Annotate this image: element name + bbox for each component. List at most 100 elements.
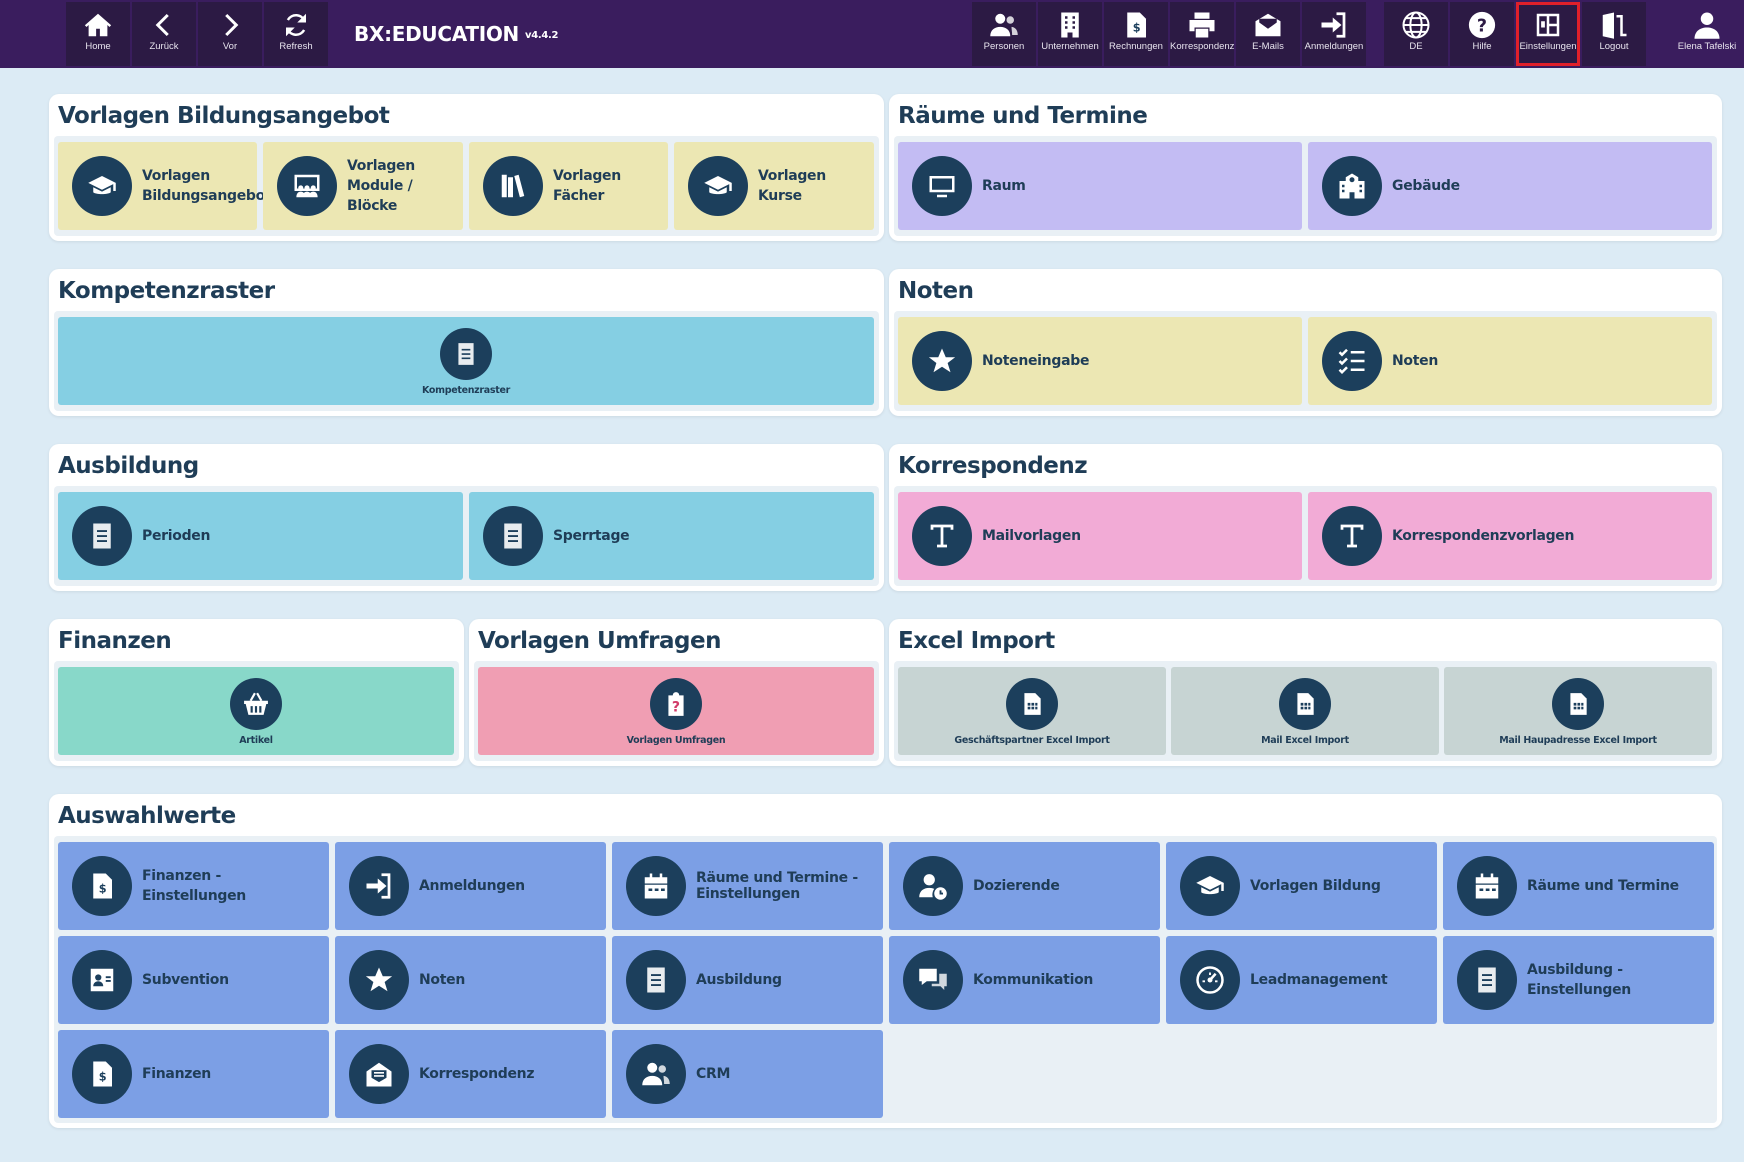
nav-korrespondenz-button[interactable]: Korrespondenz	[1170, 2, 1234, 66]
tile-vorlagen-module[interactable]: Vorlagen Module / Blöcke	[263, 142, 463, 230]
nav-logout-button[interactable]: Logout	[1582, 2, 1646, 66]
sign-in-icon	[1302, 2, 1366, 40]
document-icon	[626, 950, 686, 1010]
tile-kommunikation[interactable]: Kommunikation	[889, 936, 1160, 1024]
nav-personen-button[interactable]: Personen	[972, 2, 1036, 66]
tile-vorlagen-umfragen[interactable]: Vorlagen Umfragen	[478, 667, 874, 755]
gauge-icon	[1180, 950, 1240, 1010]
nav-forward-label: Vor	[222, 41, 238, 52]
tile-label: Raum	[982, 178, 1026, 194]
tile-label: Dozierende	[973, 878, 1060, 894]
checklist-icon	[1322, 331, 1382, 391]
tile-geschaeftspartner-excel-import[interactable]: Geschäftspartner Excel Import	[898, 667, 1166, 755]
card-noten: Noten Noteneingabe Noten	[889, 269, 1722, 416]
tile-label: Räume und Termine - Einstellungen	[696, 870, 858, 902]
graduation-cap-icon	[688, 156, 748, 216]
nav-emails-button[interactable]: E-Mails	[1236, 2, 1300, 66]
tile-noten-auswahl[interactable]: Noten	[335, 936, 606, 1024]
tile-leadmanagement[interactable]: Leadmanagement	[1166, 936, 1437, 1024]
card-finanzen: Finanzen Artikel	[49, 619, 464, 766]
nav-rechnungen-button[interactable]: Rechnungen	[1104, 2, 1168, 66]
nav-personen-label: Personen	[983, 41, 1025, 52]
school-building-icon	[1322, 156, 1382, 216]
nav-home-button[interactable]: Home	[66, 2, 130, 66]
tile-label: Gebäude	[1392, 178, 1460, 194]
card-title: Ausbildung	[58, 453, 199, 479]
nav-refresh-button[interactable]: Refresh	[264, 2, 328, 66]
star-icon	[912, 331, 972, 391]
nav-language-button[interactable]: DE	[1384, 2, 1448, 66]
card-body: Kompetenzraster	[54, 311, 879, 411]
books-icon	[483, 156, 543, 216]
nav-unternehmen-button[interactable]: Unternehmen	[1038, 2, 1102, 66]
card-title: Noten	[898, 278, 974, 304]
tile-ausbildung-auswahl[interactable]: Ausbildung	[612, 936, 883, 1024]
tile-artikel[interactable]: Artikel	[58, 667, 454, 755]
nav-logout-label: Logout	[1599, 41, 1629, 52]
tile-ausbildung-einstellungen[interactable]: Ausbildung - Einstellungen	[1443, 936, 1714, 1024]
monitor-icon	[912, 156, 972, 216]
nav-forward-button[interactable]: Vor	[198, 2, 262, 66]
presentation-icon	[277, 156, 337, 216]
card-excel-import: Excel Import Geschäftspartner Excel Impo…	[889, 619, 1722, 766]
globe-icon	[1384, 2, 1448, 40]
tile-raum[interactable]: Raum	[898, 142, 1302, 230]
nav-einstellungen-button[interactable]: Einstellungen	[1516, 2, 1580, 66]
people-icon	[972, 2, 1036, 40]
tile-finanzen-auswahl[interactable]: Finanzen	[58, 1030, 329, 1118]
document-icon	[440, 328, 492, 380]
calendar-icon	[1457, 856, 1517, 916]
tile-label: Sperrtage	[553, 528, 630, 544]
card-body: Perioden Sperrtage	[54, 486, 879, 586]
help-icon	[1450, 2, 1514, 40]
tile-noten[interactable]: Noten	[1308, 317, 1712, 405]
user-clock-icon	[903, 856, 963, 916]
tile-mail-excel-import[interactable]: Mail Excel Import	[1171, 667, 1439, 755]
tile-mail-hauptadresse-excel-import[interactable]: Mail Haupadresse Excel Import	[1444, 667, 1712, 755]
card-korrespondenz: Korrespondenz Mailvorlagen Korrespondenz…	[889, 444, 1722, 591]
tile-label: Vorlagen Umfragen	[626, 735, 726, 746]
tile-raeume-termine-einstellungen[interactable]: Räume und Termine - Einstellungen	[612, 842, 883, 930]
tile-label: Finanzen - Einstellungen	[142, 868, 246, 904]
tile-raeume-und-termine[interactable]: Räume und Termine	[1443, 842, 1714, 930]
tile-anmeldungen[interactable]: Anmeldungen	[335, 842, 606, 930]
tile-label: Mailvorlagen	[982, 528, 1081, 544]
tile-label: Finanzen	[142, 1066, 211, 1082]
chevron-left-icon	[132, 2, 196, 40]
tile-mailvorlagen[interactable]: Mailvorlagen	[898, 492, 1302, 580]
tile-label: Kommunikation	[973, 972, 1094, 988]
tile-subvention[interactable]: Subvention	[58, 936, 329, 1024]
tile-sperrtage[interactable]: Sperrtage	[469, 492, 874, 580]
chevron-right-icon	[198, 2, 262, 40]
tile-label: Vorlagen Fächer	[553, 168, 621, 204]
nav-hilfe-button[interactable]: Hilfe	[1450, 2, 1514, 66]
tile-vorlagen-kurse[interactable]: Vorlagen Kurse	[674, 142, 874, 230]
tile-finanzen-einstellungen[interactable]: Finanzen - Einstellungen	[58, 842, 329, 930]
nav-einstellungen-label: Einstellungen	[1519, 41, 1577, 52]
tile-perioden[interactable]: Perioden	[58, 492, 463, 580]
card-kompetenzraster: Kompetenzraster Kompetenzraster	[49, 269, 884, 416]
nav-back-button[interactable]: Zurück	[132, 2, 196, 66]
tile-label: Mail Excel Import	[1261, 735, 1349, 746]
settings-panel-icon	[1516, 2, 1580, 40]
tile-vorlagen-faecher[interactable]: Vorlagen Fächer	[469, 142, 668, 230]
nav-user-button[interactable]: Elena Tafelski	[1670, 2, 1744, 66]
tile-korrespondenz-auswahl[interactable]: Korrespondenz	[335, 1030, 606, 1118]
tile-noteneingabe[interactable]: Noteneingabe	[898, 317, 1302, 405]
tile-gebaeude[interactable]: Gebäude	[1308, 142, 1712, 230]
tile-dozierende[interactable]: Dozierende	[889, 842, 1160, 930]
document-icon	[483, 506, 543, 566]
tile-korrespondenzvorlagen[interactable]: Korrespondenzvorlagen	[1308, 492, 1712, 580]
nav-anmeldungen-button[interactable]: Anmeldungen	[1302, 2, 1366, 66]
tile-kompetenzraster[interactable]: Kompetenzraster	[58, 317, 874, 405]
graduation-cap-icon	[72, 156, 132, 216]
tile-crm[interactable]: CRM	[612, 1030, 883, 1118]
card-auswahlwerte: Auswahlwerte Finanzen - Einstellungen An…	[49, 794, 1722, 1128]
tile-label: Noten	[1392, 353, 1438, 369]
basket-icon	[230, 678, 282, 730]
tile-vorlagen-bildungsangebot[interactable]: Vorlagen Bildungsangebot	[58, 142, 272, 230]
tile-label: Anmeldungen	[419, 878, 525, 894]
invoice-icon	[72, 1044, 132, 1104]
tile-vorlagen-bildung[interactable]: Vorlagen Bildung	[1166, 842, 1437, 930]
